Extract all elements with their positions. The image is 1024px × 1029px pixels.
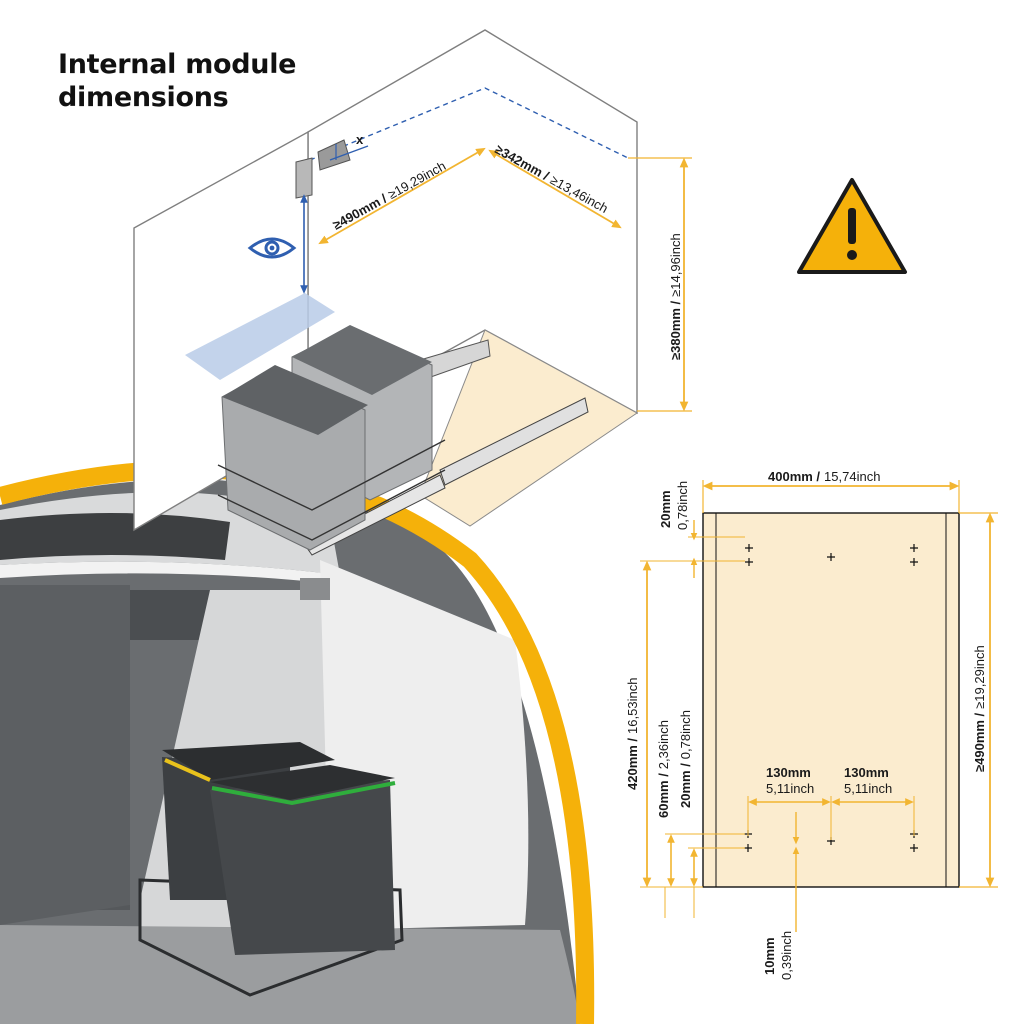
span-label: 420mm /16,53inch [625, 678, 640, 790]
top-guide-line [309, 87, 629, 161]
hinge-icon [300, 578, 330, 600]
warning-triangle-icon [797, 178, 907, 274]
board-depth-label: ≥490mm /≥19,29inch [972, 645, 987, 772]
front-60-label: 60mm /2,36inch [656, 720, 671, 818]
x-marker-label: x [356, 132, 364, 147]
hole-spacing-a-mm: 130mm [766, 765, 811, 780]
hole-spacing-a-in: 5,11inch [766, 781, 814, 796]
page-title: Internal module dimensions [58, 48, 297, 114]
front-20-label: 20mm /0,78inch [678, 710, 693, 808]
bottom-offset-in: 0,39inch [779, 931, 794, 980]
board-width-label: 400mm /15,74inch [768, 469, 880, 484]
hole-spacing-b-in: 5,11inch [844, 781, 892, 796]
kitchen-photo [0, 479, 580, 1025]
screw-holes-top [745, 544, 918, 566]
height-dimension-label: ≥380mm /≥14,96inch [668, 233, 683, 360]
top-offset-mm: 20mm [658, 490, 673, 528]
eye-icon [247, 237, 297, 259]
bottom-offset-mm: 10mm [762, 937, 777, 975]
hole-spacing-b-mm: 130mm [844, 765, 889, 780]
page-title-line-1: Internal module [58, 49, 297, 80]
page-title-line-2: dimensions [58, 82, 229, 113]
top-offset-in: 0,78inch [675, 481, 690, 530]
